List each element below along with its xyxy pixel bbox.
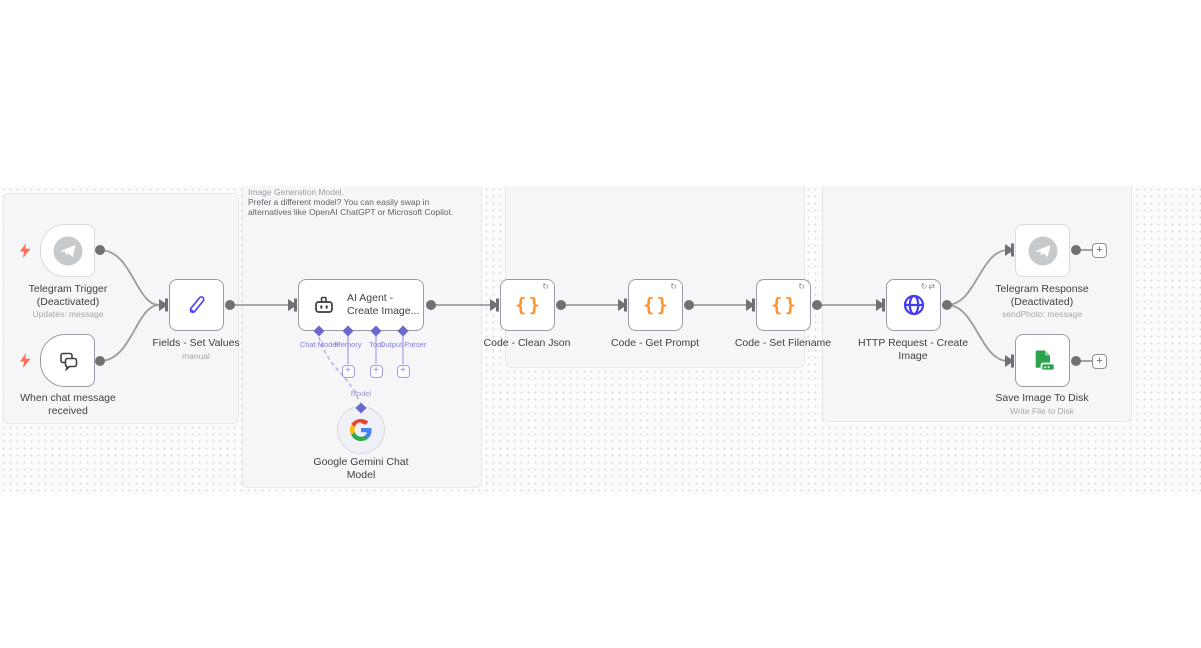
chat-bubbles-icon: [59, 352, 77, 372]
code-braces-icon: {}: [515, 294, 542, 316]
file-disk-icon: [1035, 350, 1055, 371]
sticky-note-text: Image Generation Model. Prefer a differe…: [248, 187, 476, 217]
node-label-2: (Deactivated): [36, 295, 100, 308]
node-label: Telegram Response: [995, 283, 1089, 295]
node-subtitle: sendPhoto: message: [1002, 309, 1082, 319]
agent-title-line1: AI Agent -: [347, 292, 394, 304]
node-subtitle: Write File to Disk: [1009, 405, 1075, 416]
agent-title-line2: Create Image...: [347, 305, 420, 317]
node-label-2: (Deactivated): [1010, 295, 1074, 308]
node-label-2: Model: [346, 468, 376, 481]
telegram-icon: [1028, 236, 1057, 265]
node-subtitle: Updates: message: [32, 309, 104, 319]
node-label: Save Image To Disk: [995, 392, 1089, 404]
node-label-2: received: [48, 404, 88, 417]
telegram-icon: [53, 236, 82, 265]
node-label: Fields - Set Values: [152, 337, 240, 349]
node-telegram-trigger[interactable]: [40, 224, 95, 277]
port-label-output-parser: Output Parser: [379, 340, 427, 349]
add-node-button[interactable]: +: [1092, 242, 1107, 258]
swap-icon: ⇄: [928, 282, 936, 291]
node-label: Telegram Trigger: [28, 283, 108, 295]
port-label-chat-model: Chat Model: [299, 340, 339, 349]
node-http-request[interactable]: ↻⇄: [886, 279, 941, 331]
retry-swap-icons: ↻⇄: [921, 282, 936, 291]
node-set-fields[interactable]: [169, 279, 224, 331]
port-label-tool: Tool: [369, 340, 383, 349]
node-code-set-filename[interactable]: ↻ {}: [756, 279, 811, 331]
code-braces-icon: {}: [643, 294, 670, 316]
node-subtitle: manual: [182, 350, 210, 361]
add-tool-button[interactable]: +: [369, 364, 383, 378]
model-dashed-link: [318, 336, 360, 402]
node-code-clean-json[interactable]: ↻ {}: [500, 279, 555, 331]
google-g-icon: [350, 419, 372, 441]
node-label: Code - Get Prompt: [610, 337, 700, 349]
node-save-to-disk[interactable]: [1015, 334, 1070, 387]
node-ai-agent[interactable]: AI Agent - Create Image...: [298, 279, 424, 331]
robot-icon: [315, 296, 333, 313]
retry-icon: ↻: [798, 282, 806, 291]
node-label-2: Image: [898, 349, 928, 362]
connection-wires: [99, 249, 1092, 362]
add-memory-button[interactable]: +: [341, 364, 355, 378]
trigger-bolt-icon: [20, 243, 31, 258]
node-label: Code - Set Filename: [734, 337, 832, 349]
node-label: HTTP Request - Create: [857, 337, 969, 349]
node-chat-trigger[interactable]: [40, 334, 95, 387]
note-line-2: Prefer a different model? You can easily…: [248, 197, 430, 207]
code-braces-icon: {}: [771, 294, 798, 316]
node-label: Code - Clean Json: [483, 337, 571, 349]
node-label: When chat message: [20, 392, 116, 404]
trigger-bolt-icon: [20, 353, 31, 368]
agent-port-lines: [318, 336, 404, 402]
add-output-parser-button[interactable]: +: [396, 364, 410, 378]
retry-icon: ↻: [670, 282, 678, 291]
note-line-1: Image Generation Model.: [248, 187, 344, 197]
node-label: Google Gemini Chat: [313, 456, 409, 468]
node-telegram-response[interactable]: [1015, 224, 1070, 277]
input-connectors: [159, 243, 1014, 368]
sticky-note-code[interactable]: [505, 186, 805, 368]
node-code-get-prompt[interactable]: ↻ {}: [628, 279, 683, 331]
retry-icon: ↻: [920, 282, 929, 291]
pen-icon: [189, 296, 205, 314]
retry-icon: ↻: [542, 282, 550, 291]
port-label-memory: Memory: [334, 340, 362, 349]
node-gemini-chat-model[interactable]: [337, 406, 385, 454]
add-node-button[interactable]: +: [1092, 353, 1107, 369]
sticky-note-output[interactable]: [822, 186, 1132, 422]
globe-icon: [903, 294, 924, 316]
output-connectors[interactable]: [95, 245, 1081, 366]
port-label-model: Model: [350, 389, 372, 398]
note-line-3: alternatives like OpenAI ChatGPT or Micr…: [248, 207, 454, 217]
